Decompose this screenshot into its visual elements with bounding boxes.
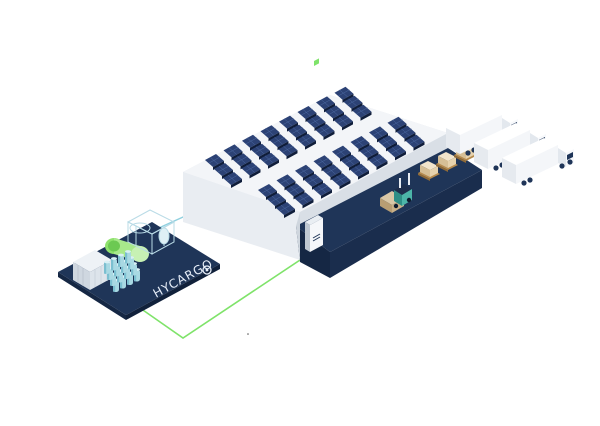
solar-panel-icon (295, 164, 314, 181)
solar-panel-icon (251, 143, 270, 160)
solar-panel-icon (269, 134, 289, 151)
station-platform-side-left (58, 272, 126, 320)
solar-panel-icon (313, 155, 333, 172)
solar-panel-icon (279, 115, 298, 132)
cylinder (118, 253, 124, 267)
solar-panel-icon (331, 173, 351, 190)
solar-panel-icon (285, 183, 305, 200)
solar-panel-icon (396, 125, 416, 142)
solar-panel-icon (214, 163, 233, 179)
solar-panel-icon (258, 184, 277, 200)
cylinder (111, 257, 117, 271)
charging-station-icon (305, 58, 323, 252)
solar-panel-icon (288, 124, 307, 141)
hydrogen-station: HYCARGO (58, 209, 220, 320)
station-platform-side-right (126, 264, 220, 320)
solar-panel-icon (276, 202, 295, 218)
solar-panel-icon (241, 162, 261, 179)
gas-cylinder-icon (104, 250, 140, 292)
solar-panel-icon (267, 193, 286, 209)
solar-panel-icon (387, 144, 406, 161)
solar-panel-icon (405, 134, 425, 151)
solar-panel-icon (378, 135, 397, 152)
solar-panel-icon (294, 192, 314, 209)
solar-panel-icon (368, 154, 388, 170)
solar-panel-icon (352, 104, 372, 121)
building-side-wall (300, 133, 448, 228)
solar-array (205, 86, 425, 218)
solar-panel-icon (223, 172, 242, 188)
loading-dock-front (296, 226, 330, 278)
solar-panel-icon (260, 125, 280, 142)
solar-panel-icon (232, 153, 252, 170)
loading-dock-side (330, 170, 482, 278)
marker-dot (247, 333, 249, 335)
solar-panel-icon (325, 105, 344, 122)
electrolyser-frame (126, 209, 176, 255)
solar-panel-icon (306, 115, 326, 131)
solar-panel-icon (343, 95, 363, 112)
solar-panel-icon (297, 133, 316, 150)
solar-panel-icon (387, 116, 407, 133)
solar-panel-icon (316, 96, 335, 113)
solar-panel-icon (313, 182, 332, 199)
solar-panel-icon (315, 124, 335, 140)
solar-panel-icon (334, 114, 353, 131)
brand-logo-mark (202, 265, 212, 275)
solar-panel-icon (278, 143, 298, 160)
solar-panel-icon (359, 145, 379, 161)
solar-panel-icon (304, 173, 323, 190)
solar-panel-icon (242, 134, 261, 151)
solar-panel-icon (276, 174, 296, 191)
truck-icon (502, 138, 574, 186)
solar-panel-icon (350, 163, 369, 180)
solar-panel-icon (334, 86, 354, 103)
building-front-wall (183, 172, 300, 260)
solar-panel-icon (369, 126, 388, 143)
solar-panel-icon (205, 154, 224, 170)
warehouse-building (183, 58, 482, 278)
dock-wall-left (296, 212, 300, 262)
cylinder (125, 250, 131, 264)
solar-panel-icon (332, 145, 351, 162)
solar-panel-icon (350, 136, 370, 152)
pallet (418, 161, 440, 181)
solar-panel-icon (260, 152, 279, 169)
pallet (436, 152, 458, 172)
solar-panel-icon (322, 164, 342, 181)
truck-fleet (446, 108, 574, 186)
solar-panel-icon (341, 154, 360, 171)
cylinder (104, 260, 110, 274)
building-roof (183, 95, 448, 212)
solar-panel-icon (223, 144, 243, 161)
solar-panel-icon (297, 106, 317, 122)
forklift-icon (380, 173, 412, 213)
